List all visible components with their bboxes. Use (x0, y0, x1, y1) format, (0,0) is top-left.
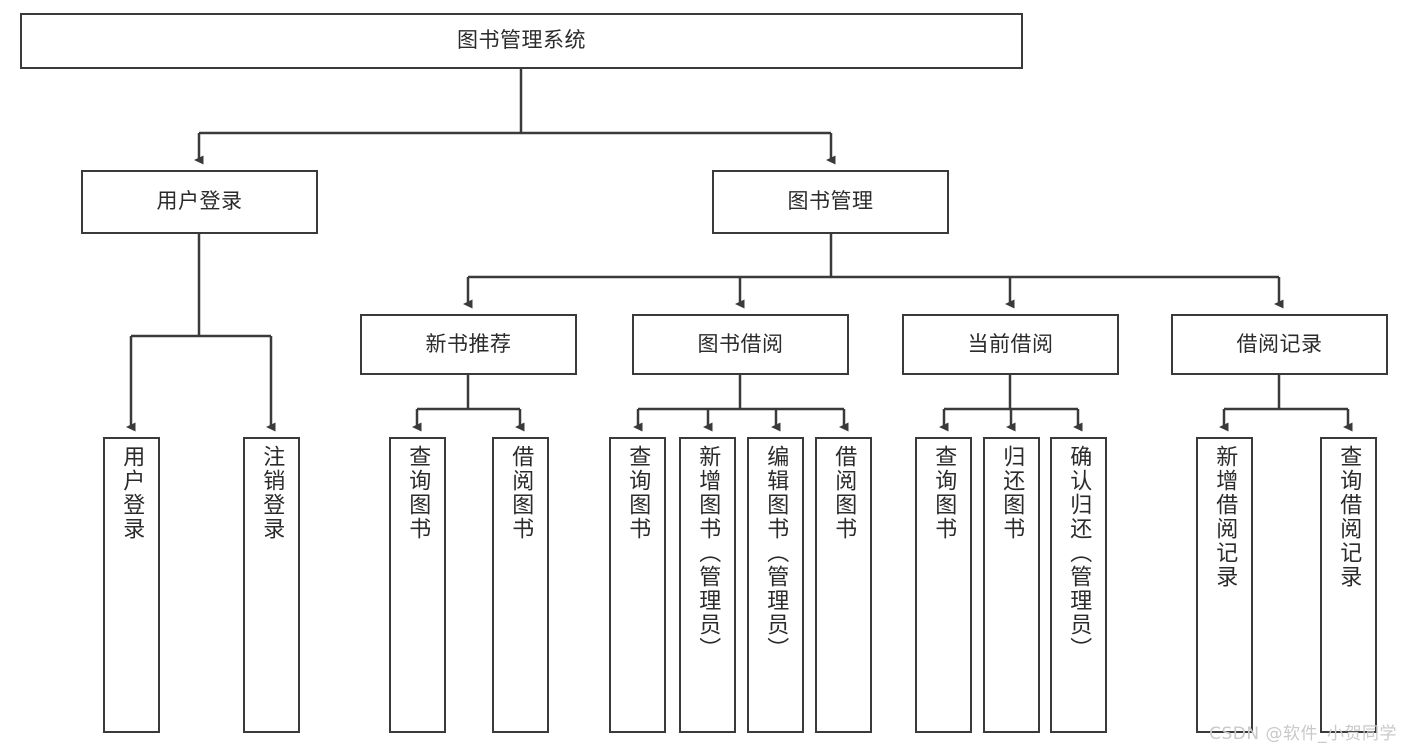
node-label: 编辑图书（管理员） (763, 445, 789, 661)
node-label: 查询借阅记录 (1336, 445, 1362, 589)
leaf-borrow-record-add[interactable]: 新增借阅记录 (1196, 437, 1253, 733)
node-label: 借阅记录 (1236, 331, 1323, 356)
node-label: 查询图书 (625, 445, 651, 541)
node-label: 归还图书 (999, 445, 1025, 541)
node-user-login[interactable]: 用户登录 (81, 170, 318, 234)
node-current-borrow[interactable]: 当前借阅 (902, 314, 1119, 375)
node-label: 图书借阅 (697, 331, 784, 356)
leaf-new-book-borrow[interactable]: 借阅图书 (492, 437, 549, 733)
node-label: 新增图书（管理员） (695, 445, 721, 661)
node-label: 借阅图书 (831, 445, 857, 541)
node-new-book-recommend[interactable]: 新书推荐 (360, 314, 577, 375)
csdn-watermark: CSDN @软件_小贺同学 (1209, 724, 1397, 744)
node-label: 图书管理 (787, 189, 874, 214)
node-label: 图书管理系统 (457, 28, 586, 53)
leaf-book-borrow-edit[interactable]: 编辑图书（管理员） (747, 437, 804, 733)
leaf-user-login-login[interactable]: 用户登录 (103, 437, 160, 733)
node-label: 当前借阅 (967, 331, 1054, 356)
node-label: 用户登录 (156, 189, 243, 214)
leaf-book-borrow-query[interactable]: 查询图书 (609, 437, 666, 733)
node-book-borrow[interactable]: 图书借阅 (632, 314, 849, 375)
node-label: 查询图书 (931, 445, 957, 541)
node-borrow-record[interactable]: 借阅记录 (1171, 314, 1388, 375)
node-label: 确认归还（管理员） (1066, 445, 1092, 661)
node-label: 新书推荐 (425, 331, 512, 356)
leaf-new-book-query[interactable]: 查询图书 (389, 437, 446, 733)
node-label: 新增借阅记录 (1212, 445, 1238, 589)
leaf-current-borrow-confirm-return[interactable]: 确认归还（管理员） (1050, 437, 1107, 733)
leaf-book-borrow-add[interactable]: 新增图书（管理员） (679, 437, 736, 733)
node-label: 用户登录 (119, 445, 145, 541)
node-label: 注销登录 (259, 445, 285, 541)
node-label: 借阅图书 (508, 445, 534, 541)
leaf-current-borrow-return[interactable]: 归还图书 (983, 437, 1040, 733)
leaf-user-login-logout[interactable]: 注销登录 (243, 437, 300, 733)
node-label: 查询图书 (405, 445, 431, 541)
leaf-borrow-record-query[interactable]: 查询借阅记录 (1320, 437, 1377, 733)
leaf-book-borrow-borrow[interactable]: 借阅图书 (815, 437, 872, 733)
node-root-system[interactable]: 图书管理系统 (20, 13, 1023, 69)
node-book-management[interactable]: 图书管理 (712, 170, 949, 234)
leaf-current-borrow-query[interactable]: 查询图书 (915, 437, 972, 733)
